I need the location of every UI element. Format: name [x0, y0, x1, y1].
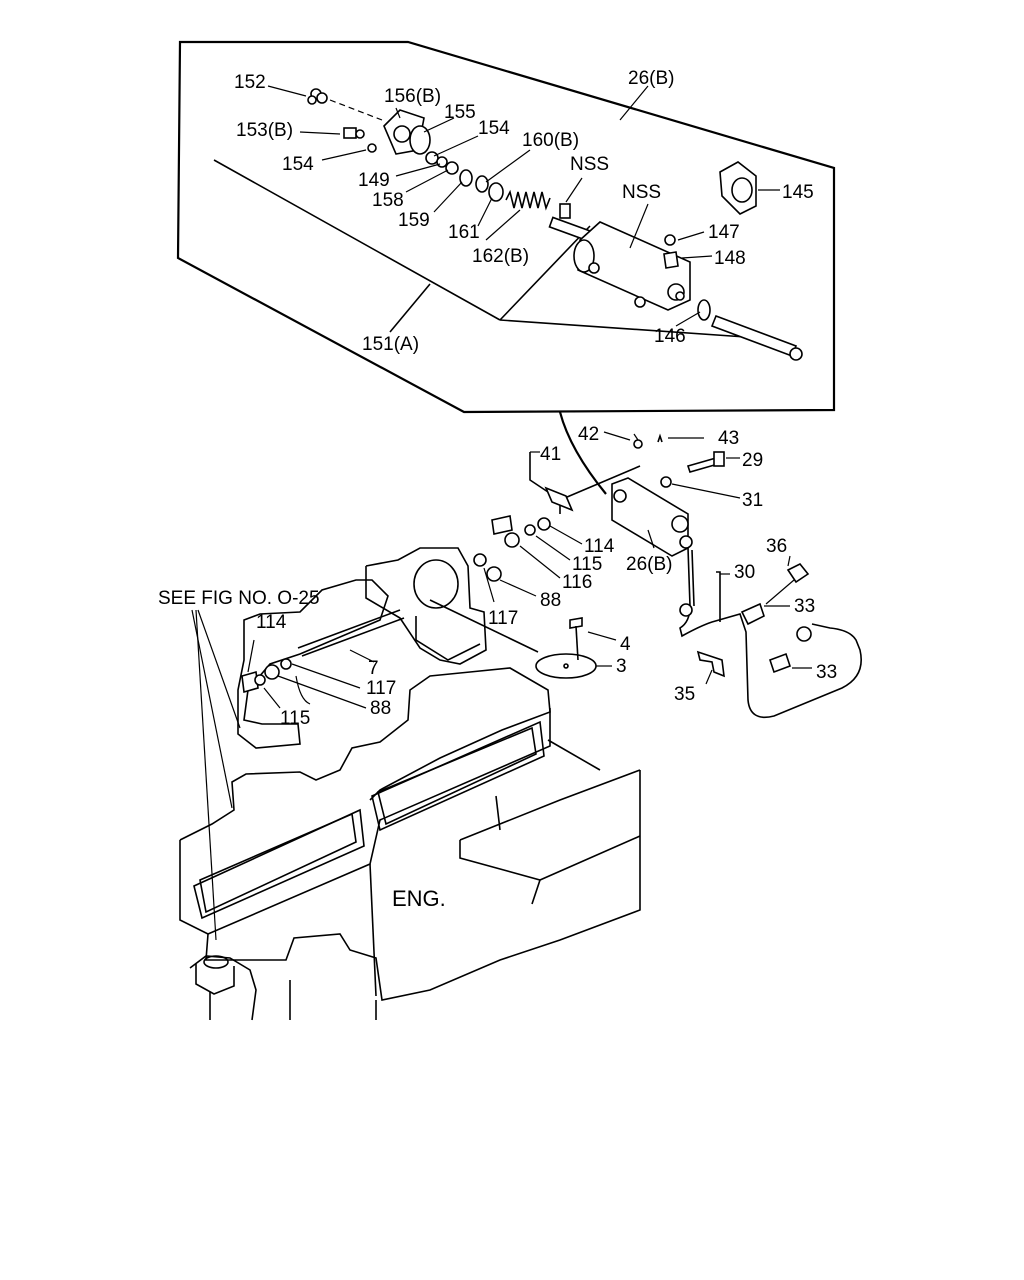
label-114b: 114 — [256, 612, 287, 633]
pin-43 — [657, 433, 663, 443]
label-152: 152 — [234, 72, 266, 93]
mid-assembly — [473, 431, 741, 603]
washer-147 — [664, 234, 676, 246]
inset-parts — [307, 88, 803, 361]
washer-161 — [488, 182, 504, 202]
label-43: 43 — [718, 428, 739, 449]
label-41: 41 — [540, 444, 561, 465]
cylinder-body — [573, 221, 691, 311]
label-30: 30 — [734, 562, 755, 583]
label-4: 4 — [620, 634, 631, 655]
exhaust-brake — [429, 599, 617, 679]
label-158: 158 — [372, 190, 404, 211]
nut-117a — [473, 553, 487, 567]
bolt-36 — [786, 562, 810, 584]
inset-connector — [558, 411, 607, 495]
label-36: 36 — [766, 536, 787, 557]
label-148: 148 — [714, 248, 746, 269]
label-nss1: NSS — [570, 154, 609, 175]
label-117b: 117 — [366, 678, 396, 699]
label-153b: 153(B) — [236, 120, 293, 141]
label-31: 31 — [742, 490, 763, 511]
label-155: 155 — [444, 102, 476, 123]
label-88a: 88 — [540, 590, 561, 611]
label-147: 147 — [708, 222, 740, 243]
label-114a: 114 — [584, 536, 615, 557]
pin-nss — [559, 203, 571, 219]
label-7: 7 — [368, 658, 379, 679]
label-eng: ENG. — [392, 886, 446, 911]
ring-159 — [459, 169, 473, 187]
label-149: 149 — [358, 170, 390, 191]
label-151a: 151(A) — [362, 334, 419, 355]
label-42: 42 — [578, 424, 599, 445]
label-26b-top: 26(B) — [628, 68, 674, 89]
washer-154a — [367, 143, 377, 153]
label-26b-mid: 26(B) — [626, 554, 672, 575]
label-88b: 88 — [370, 698, 391, 719]
label-156b: 156(B) — [384, 86, 441, 107]
nut-stack — [491, 515, 551, 548]
callout-labels: 152 156(B) 155 153(B) 154 154 149 160(B)… — [158, 68, 837, 911]
washer-31 — [660, 476, 672, 488]
label-29: 29 — [742, 450, 763, 471]
ring-158 — [445, 161, 459, 175]
output-rod — [710, 314, 803, 361]
engine-drawing — [179, 547, 641, 1021]
label-145: 145 — [782, 182, 814, 203]
label-115a: 115 — [572, 554, 602, 575]
washer-154b — [425, 151, 439, 165]
label-see-fig: SEE FIG NO. O-25 — [158, 588, 320, 609]
bolt-29 — [686, 451, 725, 473]
label-35: 35 — [674, 684, 695, 705]
label-162b: 162(B) — [472, 246, 529, 267]
fitting-148 — [663, 251, 679, 269]
cylinder-26b — [611, 477, 693, 557]
boot-146 — [697, 299, 711, 321]
detail-inset — [176, 40, 836, 414]
label-117a: 117 — [488, 608, 518, 629]
pipe-assembly — [679, 547, 862, 719]
label-116: 116 — [562, 572, 592, 593]
label-nss2: NSS — [622, 182, 661, 203]
label-33a: 33 — [794, 596, 815, 617]
washer-88a — [486, 566, 502, 582]
pipe-30 — [679, 547, 862, 719]
gasket-155 — [409, 125, 431, 155]
label-161: 161 — [448, 222, 480, 243]
bracket-145 — [719, 161, 757, 215]
bolt-152 — [307, 88, 328, 105]
label-154b: 154 — [282, 154, 314, 175]
screw-4 — [569, 617, 583, 661]
label-159: 159 — [398, 210, 430, 231]
washer-42 — [633, 439, 643, 449]
cup-160b — [475, 175, 489, 193]
label-3: 3 — [616, 656, 627, 677]
label-160b: 160(B) — [522, 130, 579, 151]
label-154a: 154 — [478, 118, 510, 139]
label-146: 146 — [654, 326, 686, 347]
seal-149 — [436, 156, 448, 168]
clip-35 — [696, 650, 725, 678]
bolt-153b — [343, 127, 365, 139]
inset-leaders — [267, 85, 780, 327]
label-33b: 33 — [816, 662, 837, 683]
label-115b: 115 — [280, 708, 310, 729]
spring-162b — [505, 189, 551, 211]
